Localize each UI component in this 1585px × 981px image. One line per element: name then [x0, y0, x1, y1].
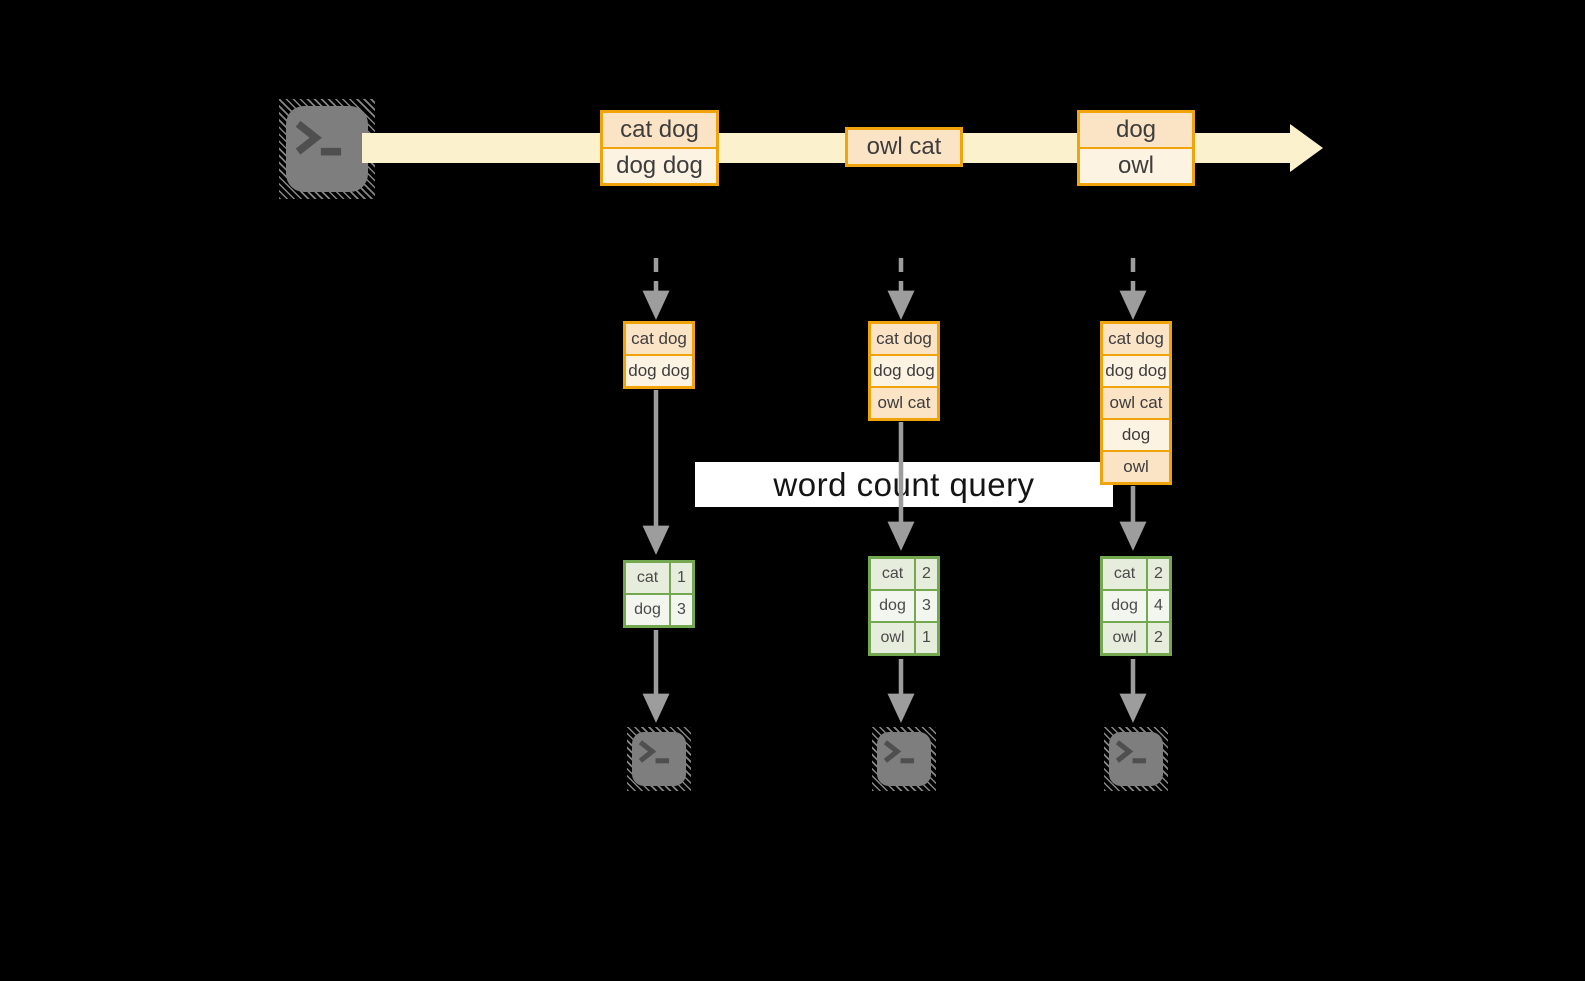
word-cell: dog — [1103, 591, 1148, 621]
word-cell: owl — [1103, 623, 1148, 653]
count-cell: 2 — [1148, 623, 1169, 653]
count-cell: 1 — [916, 623, 937, 653]
stream-event-batch-1: cat dog dog dog — [600, 110, 719, 186]
prompt-glyph-icon — [638, 740, 669, 764]
table-row: owl 2 — [1103, 621, 1169, 653]
state-cell: dog dog — [871, 354, 937, 386]
prompt-glyph-icon — [883, 740, 914, 764]
prompt-glyph-icon — [296, 120, 342, 156]
state-box-3: cat dog dog dog owl cat dog owl — [1100, 321, 1172, 485]
query-label: word count query — [695, 462, 1113, 507]
state-box-2: cat dog dog dog owl cat — [868, 321, 940, 421]
count-cell: 4 — [1148, 591, 1169, 621]
word-cell: owl — [871, 623, 916, 653]
event-cell: owl — [1080, 147, 1192, 183]
stream-arrowhead-icon — [1290, 124, 1323, 172]
stream-event-batch-3: dog owl — [1077, 110, 1195, 186]
word-count-table-2: cat 2 dog 3 owl 1 — [868, 556, 940, 656]
sink-terminal-icon-2 — [872, 727, 936, 791]
sink-terminal-icon-3 — [1104, 727, 1168, 791]
word-cell: cat — [626, 563, 671, 593]
table-row: dog 4 — [1103, 589, 1169, 621]
state-cell: cat dog — [626, 324, 692, 354]
word-count-table-3: cat 2 dog 4 owl 2 — [1100, 556, 1172, 656]
state-box-1: cat dog dog dog — [623, 321, 695, 389]
state-cell: dog — [1103, 418, 1169, 450]
word-cell: dog — [871, 591, 916, 621]
event-cell: owl cat — [848, 130, 960, 164]
event-cell: dog — [1080, 113, 1192, 147]
table-row: cat 2 — [1103, 559, 1169, 589]
count-cell: 2 — [1148, 559, 1169, 589]
state-cell: cat dog — [1103, 324, 1169, 354]
state-cell: dog dog — [1103, 354, 1169, 386]
word-cell: cat — [871, 559, 916, 589]
source-terminal-icon — [279, 99, 375, 199]
count-cell: 3 — [916, 591, 937, 621]
stream-event-batch-2: owl cat — [845, 127, 963, 167]
state-cell: cat dog — [871, 324, 937, 354]
state-cell: owl cat — [871, 386, 937, 418]
count-cell: 1 — [671, 563, 692, 593]
count-cell: 2 — [916, 559, 937, 589]
state-cell: dog dog — [626, 354, 692, 386]
table-row: cat 1 — [626, 563, 692, 593]
prompt-glyph-icon — [1115, 740, 1146, 764]
count-cell: 3 — [671, 595, 692, 625]
table-row: cat 2 — [871, 559, 937, 589]
word-cell: dog — [626, 595, 671, 625]
state-cell: owl — [1103, 450, 1169, 482]
table-row: dog 3 — [626, 593, 692, 625]
event-cell: cat dog — [603, 113, 716, 147]
table-row: dog 3 — [871, 589, 937, 621]
table-row: owl 1 — [871, 621, 937, 653]
event-cell: dog dog — [603, 147, 716, 183]
word-count-table-1: cat 1 dog 3 — [623, 560, 695, 628]
state-cell: owl cat — [1103, 386, 1169, 418]
word-cell: cat — [1103, 559, 1148, 589]
sink-terminal-icon-1 — [627, 727, 691, 791]
